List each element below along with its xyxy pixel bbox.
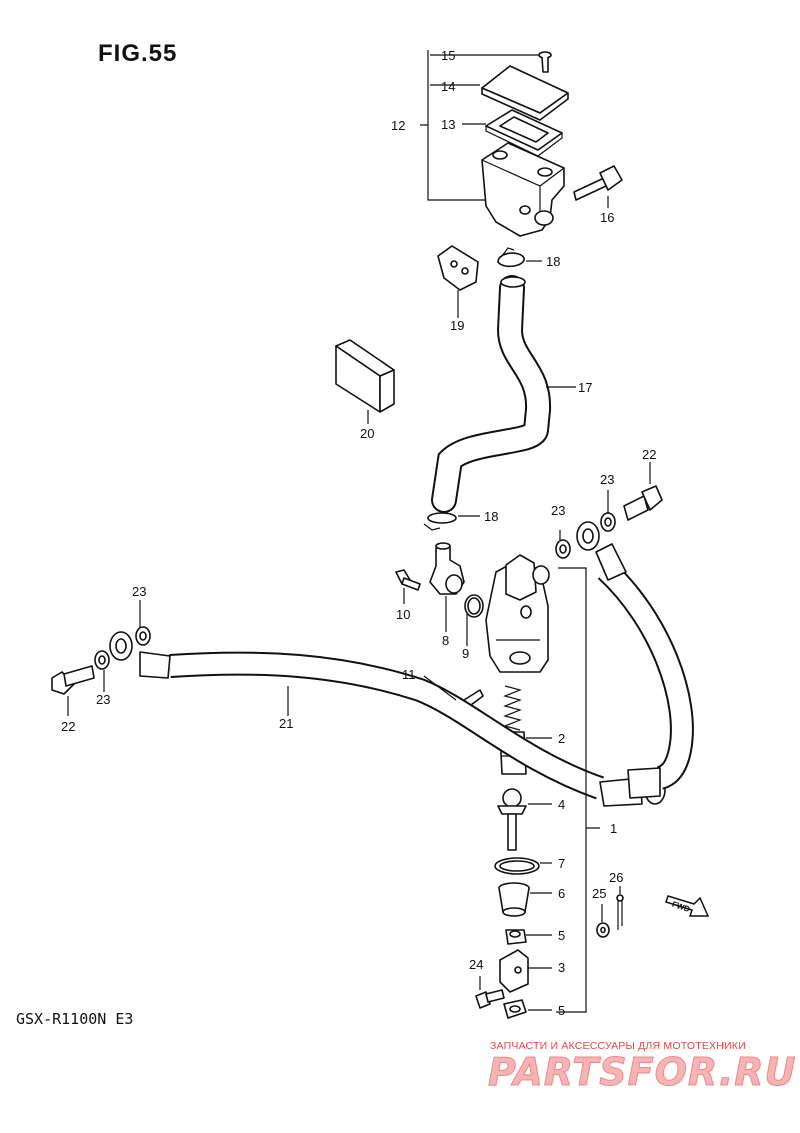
leader-lines [67, 50, 651, 1013]
callout-10: 10 [396, 607, 410, 622]
washer-part-23-left-b [135, 626, 151, 646]
callout-23-left-top: 23 [132, 584, 146, 599]
callout-19: 19 [450, 318, 464, 333]
callout-25: 25 [592, 886, 606, 901]
callout-5-lower: 5 [558, 1003, 565, 1018]
callout-7: 7 [558, 856, 565, 871]
callout-18-lower: 18 [484, 509, 498, 524]
piston-part-4 [497, 788, 527, 851]
callout-20: 20 [360, 426, 374, 441]
banjo-bolt-part-22-left [51, 665, 95, 695]
callout-22-left: 22 [61, 719, 75, 734]
master-cylinder-body [485, 554, 550, 673]
washer-part-25 [596, 922, 610, 938]
callout-16: 16 [600, 210, 614, 225]
cotter-pin-part-26 [616, 894, 624, 930]
label-part-20 [335, 339, 395, 413]
fwd-arrow-icon: FWD [665, 895, 710, 917]
bolt-part-10 [395, 569, 421, 591]
fitting-part-8 [429, 542, 465, 595]
oring-part-9 [464, 594, 484, 618]
figure-title: FIG.55 [98, 40, 178, 67]
screw-part-15 [538, 51, 552, 73]
callout-21: 21 [279, 716, 293, 731]
banjo-part-left [109, 631, 133, 661]
callout-18-upper: 18 [546, 254, 560, 269]
reservoir-body [481, 142, 565, 237]
callout-6: 6 [558, 886, 565, 901]
washer-part-23-right-b [555, 539, 571, 559]
callout-1: 1 [610, 821, 617, 836]
nut-part-5-upper [505, 929, 527, 945]
cap-part-14 [481, 65, 569, 121]
callout-12: 12 [391, 118, 405, 133]
callout-13: 13 [441, 117, 455, 132]
pin-part-24 [475, 989, 505, 1009]
callout-24: 24 [469, 957, 483, 972]
callout-11: 11 [402, 667, 416, 682]
snap-ring-part-7 [494, 857, 540, 875]
callout-17: 17 [578, 380, 592, 395]
watermark-logo: PARTSFOR.RU [487, 1050, 797, 1095]
gasket-part-19 [437, 245, 479, 291]
watermark-tagline: ЗАПЧАСТИ И АКСЕССУАРЫ ДЛЯ МОТОТЕХНИКИ [490, 1040, 746, 1052]
callout-14: 14 [441, 79, 455, 94]
nut-part-5-lower [503, 999, 527, 1019]
banjo-bolt-part-22-right [623, 485, 663, 521]
model-code: GSX-R1100N E3 [16, 1010, 134, 1028]
callout-23-left-bottom: 23 [96, 692, 110, 707]
bolt-part-16 [573, 165, 623, 201]
washer-part-23-right-a [600, 512, 616, 532]
plate-part-13 [485, 109, 563, 157]
clevis-part-3 [499, 949, 529, 993]
washer-part-23-left-a [94, 650, 110, 670]
callout-15: 15 [441, 48, 455, 63]
boot-part-6 [498, 882, 530, 917]
callout-5-upper: 5 [558, 928, 565, 943]
callout-2: 2 [558, 731, 565, 746]
callout-9: 9 [462, 646, 469, 661]
callout-8: 8 [442, 633, 449, 648]
callout-labels: 15 14 12 13 16 18 19 17 20 18 22 23 23 1… [61, 48, 656, 1018]
hose-part-17 [431, 275, 552, 513]
clamp-part-18-upper [497, 247, 525, 268]
callout-3: 3 [558, 960, 565, 975]
hose-right [576, 521, 694, 799]
callout-23-right-b: 23 [551, 503, 565, 518]
clamp-part-18-lower [423, 512, 457, 531]
callout-23-right-a: 23 [600, 472, 614, 487]
callout-4: 4 [558, 797, 565, 812]
callout-26: 26 [609, 870, 623, 885]
callout-22-right: 22 [642, 447, 656, 462]
